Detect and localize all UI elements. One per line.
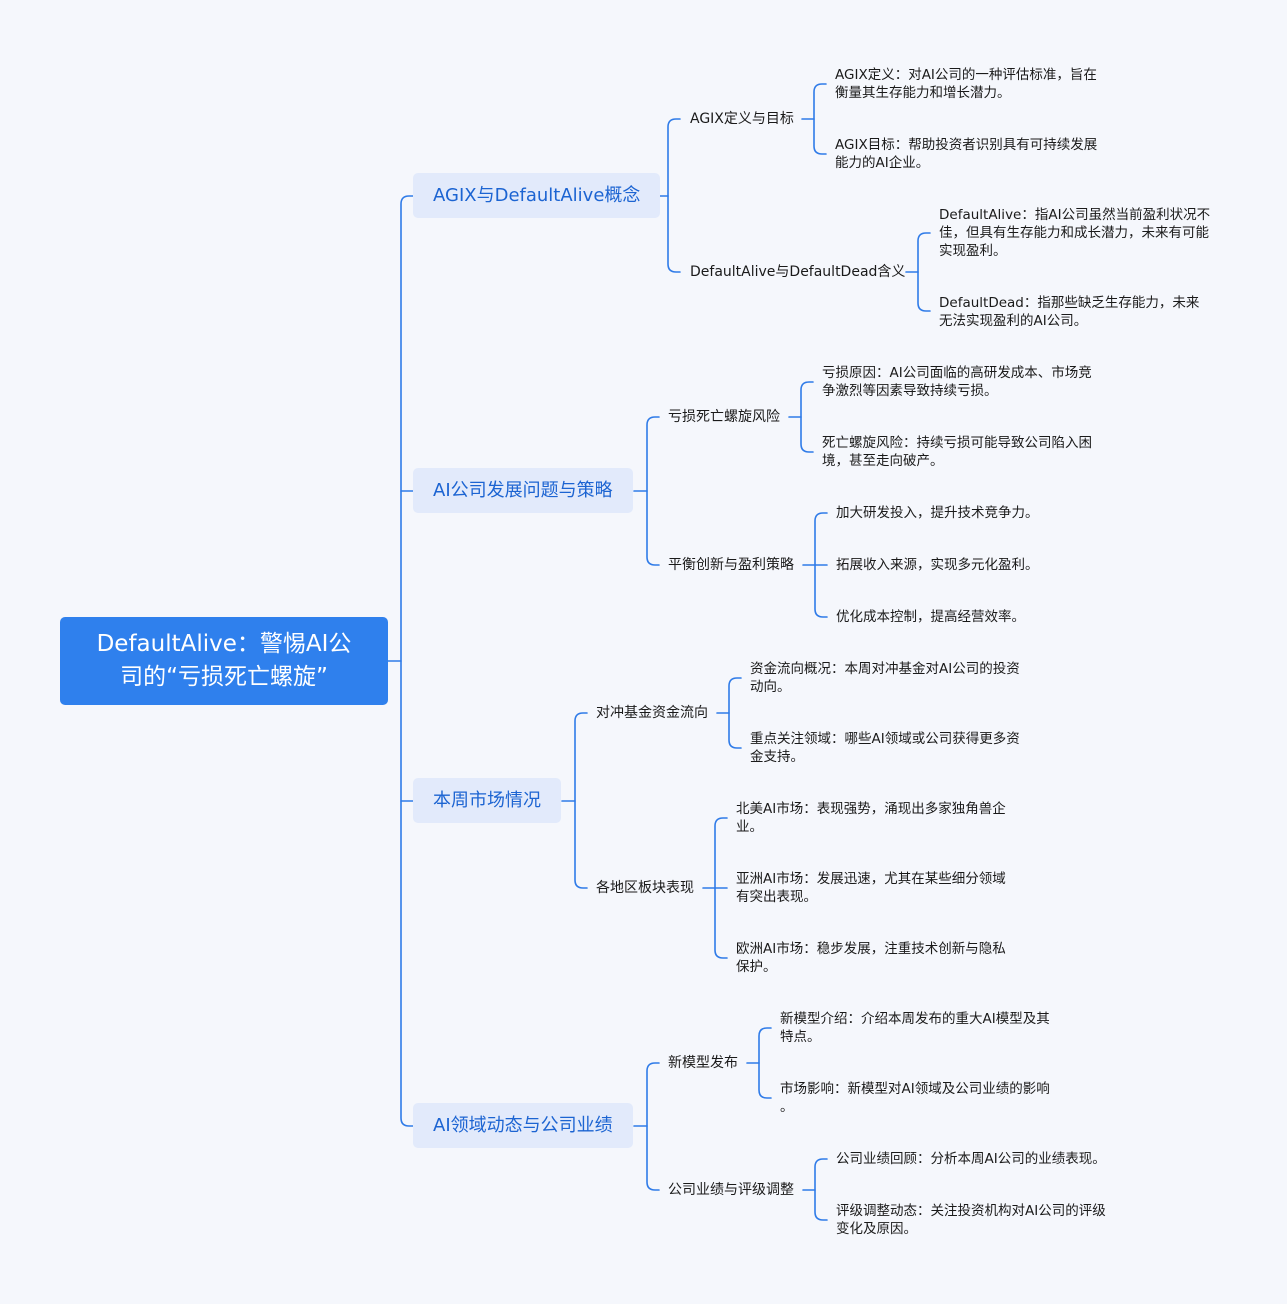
sub-agix-definition-goal[interactable]: AGIX定义与目标	[690, 111, 794, 127]
leaf-defaultalive[interactable]: DefaultAlive：指AI公司虽然当前盈利状况不 佳，但具有生存能力和成长…	[939, 207, 1211, 259]
topic-agix-concepts[interactable]: AGIX与DefaultAlive概念	[413, 173, 661, 218]
leaf-death-spiral[interactable]: 死亡螺旋风险：持续亏损可能导致公司陷入困 境，甚至走向破产。	[822, 435, 1092, 469]
leaf-revenue-sources[interactable]: 拓展收入来源，实现多元化盈利。	[836, 557, 1039, 573]
leaf-focus-areas[interactable]: 重点关注领域：哪些AI领域或公司获得更多资 金支持。	[750, 731, 1020, 765]
leaf-cost-control[interactable]: 优化成本控制，提高经营效率。	[836, 609, 1025, 625]
topic-ai-company-issues[interactable]: AI公司发展问题与策略	[413, 468, 633, 513]
leaf-market-impact[interactable]: 市场影响：新模型对AI领域及公司业绩的影响 。	[780, 1081, 1050, 1115]
leaf-new-model-intro[interactable]: 新模型介绍：介绍本周发布的重大AI模型及其 特点。	[780, 1011, 1050, 1045]
sub-death-spiral-risk[interactable]: 亏损死亡螺旋风险	[668, 409, 780, 425]
leaf-performance-review[interactable]: 公司业绩回顾：分析本周AI公司的业绩表现。	[836, 1151, 1106, 1167]
sub-balance-strategy[interactable]: 平衡创新与盈利策略	[668, 557, 794, 573]
topic-weekly-market[interactable]: 本周市场情况	[413, 778, 561, 823]
leaf-defaultdead[interactable]: DefaultDead：指那些缺乏生存能力，未来 无法实现盈利的AI公司。	[939, 295, 1200, 329]
leaf-rd-investment[interactable]: 加大研发投入，提升技术竞争力。	[836, 505, 1039, 521]
root-label: DefaultAlive：警惕AI公 司的“亏损死亡螺旋”	[96, 631, 352, 690]
topic-label: AI领域动态与公司业绩	[433, 1115, 613, 1136]
sub-defaultalive-defaultdead[interactable]: DefaultAlive与DefaultDead含义	[690, 264, 906, 280]
leaf-agix-definition[interactable]: AGIX定义：对AI公司的一种评估标准，旨在 衡量其生存能力和增长潜力。	[835, 67, 1097, 101]
leaf-agix-goal[interactable]: AGIX目标：帮助投资者识别具有可持续发展 能力的AI企业。	[835, 137, 1098, 171]
leaf-north-america[interactable]: 北美AI市场：表现强势，涌现出多家独角兽企 业。	[736, 801, 1006, 835]
root-node[interactable]: DefaultAlive：警惕AI公 司的“亏损死亡螺旋”	[60, 617, 388, 705]
leaf-asia[interactable]: 亚洲AI市场：发展迅速，尤其在某些细分领域 有突出表现。	[736, 871, 1006, 905]
topic-label: 本周市场情况	[433, 790, 541, 811]
topic-label: AI公司发展问题与策略	[433, 480, 613, 501]
leaf-europe[interactable]: 欧洲AI市场：稳步发展，注重技术创新与隐私 保护。	[736, 941, 1006, 975]
topic-label: AGIX与DefaultAlive概念	[433, 185, 641, 206]
leaf-rating-adjustment[interactable]: 评级调整动态：关注投资机构对AI公司的评级 变化及原因。	[836, 1203, 1106, 1237]
sub-performance-rating[interactable]: 公司业绩与评级调整	[668, 1182, 794, 1198]
sub-new-model-release[interactable]: 新模型发布	[668, 1055, 738, 1071]
leaf-fund-flow-overview[interactable]: 资金流向概况：本周对冲基金对AI公司的投资 动向。	[750, 661, 1020, 695]
topic-ai-dynamics-performance[interactable]: AI领域动态与公司业绩	[413, 1103, 633, 1148]
sub-hedge-fund-flows[interactable]: 对冲基金资金流向	[596, 705, 708, 721]
leaf-loss-reason[interactable]: 亏损原因：AI公司面临的高研发成本、市场竞 争激烈等因素导致持续亏损。	[822, 365, 1092, 399]
sub-regional-performance[interactable]: 各地区板块表现	[596, 880, 694, 896]
